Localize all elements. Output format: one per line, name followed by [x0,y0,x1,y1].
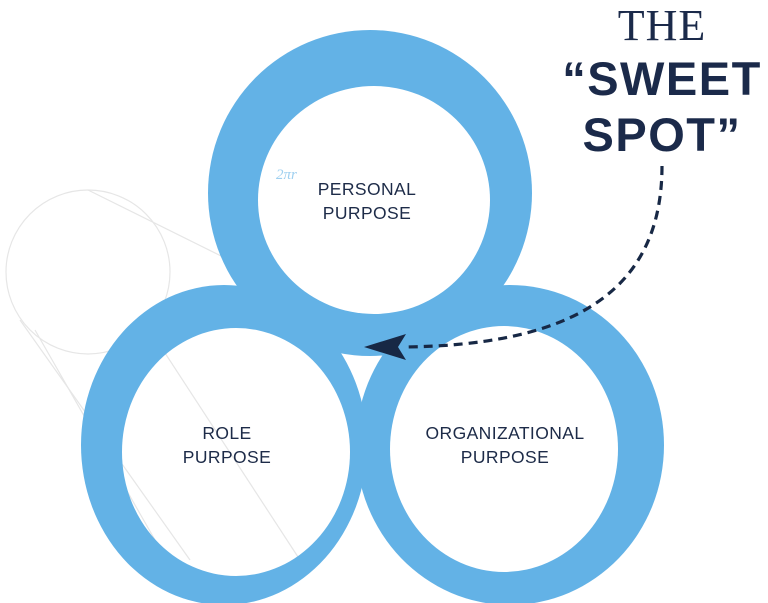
arrow-head-icon [364,334,406,360]
svg-text:PURPOSE: PURPOSE [323,203,411,223]
svg-text:SPOT”: SPOT” [583,108,742,161]
personal-purpose-label: PERSONAL PURPOSE [318,179,417,223]
role-purpose-label: ROLE PURPOSE [183,423,271,467]
svg-text:THE: THE [618,1,707,50]
svg-text:ORGANIZATIONAL: ORGANIZATIONAL [426,423,585,443]
sweet-spot-title: THE “SWEET SPOT” [562,1,762,161]
svg-text:PURPOSE: PURPOSE [183,447,271,467]
sweet-spot-arrow [404,165,664,349]
organizational-purpose-label: ORGANIZATIONAL PURPOSE [426,423,585,467]
svg-text:PURPOSE: PURPOSE [461,447,549,467]
svg-text:PERSONAL: PERSONAL [318,179,417,199]
svg-text:“SWEET: “SWEET [562,52,762,105]
svg-text:ROLE: ROLE [202,423,251,443]
formula-label: 2πr [276,167,297,183]
